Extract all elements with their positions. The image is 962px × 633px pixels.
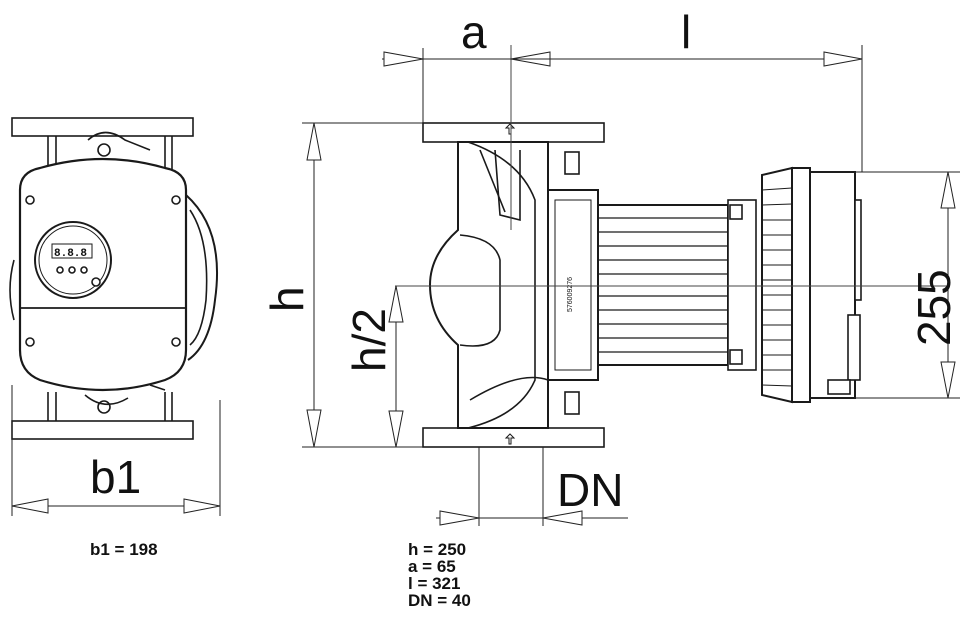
h-half-dimension <box>388 285 404 448</box>
b1-value: b1 = 198 <box>90 540 158 559</box>
dn-label: DN <box>557 464 623 516</box>
fan-ring <box>761 166 793 404</box>
dimension-values-block: h = 250 a = 65 l = 321 DN = 40 <box>408 541 471 609</box>
cooling-fins <box>598 217 728 353</box>
height-255-label: 255 <box>908 269 960 346</box>
b1-label: b1 <box>90 451 141 503</box>
motor-body <box>597 204 729 366</box>
l-label: l <box>681 6 691 58</box>
side-view: 576009276 <box>422 122 862 448</box>
h-label: h <box>261 286 313 312</box>
front-top-flange <box>11 117 194 137</box>
center-lines <box>395 45 950 287</box>
electronics-module <box>791 167 811 403</box>
h-dimension <box>302 122 423 448</box>
pump-casing <box>428 141 549 429</box>
b1-value-block: b1 = 198 <box>90 541 158 558</box>
display-digits: 8.8.8 <box>54 248 87 260</box>
dn-dimension <box>436 447 628 526</box>
l-value: l = 321 <box>408 574 461 593</box>
a-value: a = 65 <box>408 557 456 576</box>
side-plate-text: 576009276 <box>567 277 574 312</box>
h-value: h = 250 <box>408 540 467 559</box>
side-top-flange <box>422 122 605 143</box>
a-label: a <box>461 6 487 58</box>
height-255-dimension <box>810 171 960 399</box>
front-view: 8.8.8 <box>9 117 219 440</box>
l-dimension <box>511 45 863 172</box>
front-bottom-flange <box>11 420 194 440</box>
b1-dimension <box>11 385 221 516</box>
dn-value: DN = 40 <box>408 591 471 610</box>
h-half-label: h/2 <box>343 308 395 372</box>
